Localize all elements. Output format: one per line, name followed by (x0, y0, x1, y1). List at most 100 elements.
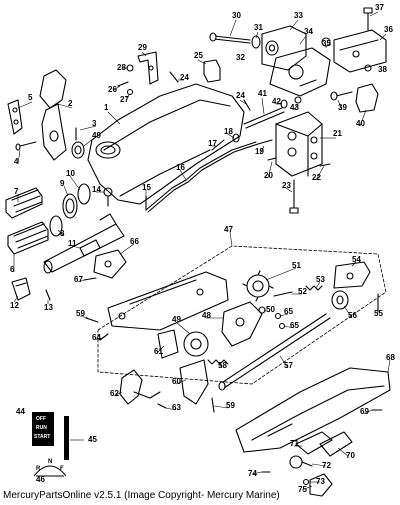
screw-37 (363, 7, 373, 31)
screw-13 (45, 289, 51, 301)
shift-label-r: R (36, 466, 41, 472)
seal-10 (77, 183, 91, 205)
part-number-45: 45 (88, 435, 97, 444)
rod-57 (218, 313, 331, 391)
part-number-42: 42 (272, 97, 281, 106)
part-number-14: 14 (92, 185, 101, 194)
rod-41 (243, 107, 285, 129)
part-number-43: 43 (290, 103, 299, 112)
nut-38 (364, 64, 372, 72)
copyright-caption: MercuryPartsOnline v2.5.1 (Image Copyrig… (3, 490, 280, 501)
trim-70 (319, 431, 353, 457)
part-number-72: 72 (322, 461, 331, 470)
screw-59-left (85, 317, 99, 323)
cam-61 (157, 329, 179, 359)
part-number-61: 61 (154, 347, 163, 356)
lever-48 (221, 301, 263, 347)
part-number-24: 24 (180, 73, 189, 82)
part-number-75: 75 (298, 485, 307, 494)
part-number-29: 29 (138, 43, 147, 52)
ignition-label-start: START (34, 434, 50, 440)
screw-17 (211, 139, 225, 151)
bracket-29 (137, 51, 159, 85)
shift-label-f: F (60, 466, 64, 472)
part-number-20: 20 (264, 171, 273, 180)
part-number-11: 11 (68, 239, 77, 248)
part-number-54: 54 (352, 255, 361, 264)
part-number-5: 5 (28, 93, 33, 102)
clip-27 (126, 88, 134, 96)
part-number-63: 63 (172, 403, 181, 412)
screw-67 (83, 277, 97, 281)
part-number-71: 71 (290, 439, 299, 448)
screw-64 (99, 333, 109, 341)
knob-40 (355, 83, 379, 113)
cable-16 (145, 141, 259, 213)
part-number-56: 56 (348, 311, 357, 320)
bracket-54 (333, 261, 371, 289)
part-number-38: 38 (378, 65, 387, 74)
part-number-74: 74 (248, 469, 257, 478)
pin-19 (257, 139, 273, 145)
part-number-9: 9 (60, 179, 65, 188)
base-plate (107, 271, 229, 331)
part-number-70: 70 (346, 451, 355, 460)
part-number-65: 65 (290, 321, 299, 330)
part-number-30: 30 (232, 11, 241, 20)
handle-2 (39, 69, 67, 161)
nut-73 (302, 478, 310, 486)
part-number-59: 59 (76, 309, 85, 318)
part-number-17: 17 (208, 139, 217, 148)
bracket-34 (269, 47, 331, 97)
pin-52 (273, 291, 293, 297)
part-number-62: 62 (110, 389, 119, 398)
part-number-26: 26 (108, 85, 117, 94)
decal-45 (64, 416, 69, 460)
pad-71 (295, 431, 333, 455)
bracket-33 (261, 25, 307, 71)
part-number-66: 66 (130, 237, 139, 246)
part-number-59: 59 (226, 401, 235, 410)
part-number-58: 58 (218, 361, 227, 370)
part-number-32: 32 (236, 53, 245, 62)
grip-7 (5, 187, 43, 219)
part-number-64: 64 (92, 333, 101, 342)
part-number-18: 18 (224, 127, 233, 136)
part-number-46: 46 (36, 475, 45, 484)
part-number-65: 65 (284, 307, 293, 316)
block-21 (275, 111, 323, 177)
screw-59-low (211, 397, 215, 413)
part-number-60: 60 (172, 377, 181, 386)
switch-72 (289, 455, 313, 469)
part-number-19: 19 (255, 147, 264, 156)
shaft-11 (43, 213, 125, 274)
part-number-37: 37 (375, 3, 384, 12)
part-number-67: 67 (74, 275, 83, 284)
cover-68 (235, 367, 391, 453)
seal-9 (62, 193, 78, 219)
part-number-25: 25 (194, 51, 203, 60)
block-25 (203, 59, 221, 83)
part-number-44: 44 (16, 407, 25, 416)
housing-1 (87, 83, 245, 205)
shift-label-n: N (48, 459, 52, 465)
part-number-22: 22 (312, 173, 321, 182)
part-number-40: 40 (356, 119, 365, 128)
part-number-47: 47 (224, 225, 233, 234)
part-number-53: 53 (316, 275, 325, 284)
part-number-2: 2 (68, 99, 73, 108)
bolt-23 (289, 179, 299, 214)
screw-26 (117, 81, 129, 87)
part-number-73: 73 (316, 477, 325, 486)
washer-18 (232, 133, 240, 143)
seal-8 (49, 215, 63, 237)
fitting-43 (294, 96, 302, 104)
bracket-60 (179, 359, 209, 405)
part-number-12: 12 (10, 301, 19, 310)
part-number-21: 21 (333, 129, 342, 138)
ignition-label-off: OFF (36, 416, 46, 422)
ignition-switch-44: OFF RUN START (32, 412, 54, 446)
bolt-24-mid (243, 99, 251, 111)
